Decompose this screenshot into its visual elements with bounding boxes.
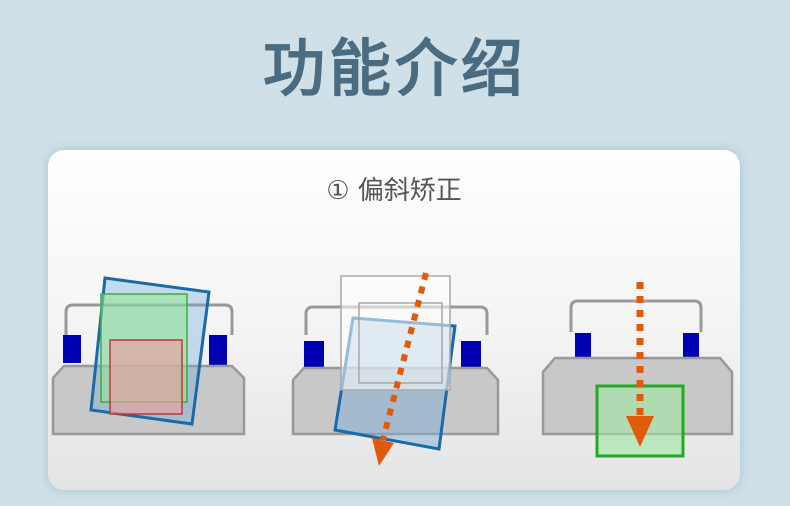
scene-correcting bbox=[291, 272, 500, 466]
scene-skewed-card bbox=[51, 276, 246, 436]
down-arrow-icon bbox=[372, 438, 394, 466]
down-arrow-icon-3 bbox=[626, 416, 654, 447]
sensor-right-1 bbox=[209, 335, 227, 365]
target-outline-outer bbox=[340, 275, 451, 391]
step-heading: ① 偏斜矫正 bbox=[326, 176, 462, 206]
sensor-right-3 bbox=[683, 333, 699, 358]
card-region-red bbox=[109, 339, 183, 415]
sensor-left-3 bbox=[575, 333, 591, 358]
sensor-left-2 bbox=[304, 341, 324, 367]
page-title: 功能介绍 bbox=[262, 32, 527, 105]
sensor-left-1 bbox=[63, 335, 81, 363]
correction-arrow-line bbox=[380, 272, 429, 441]
sensor-right-2 bbox=[461, 341, 481, 369]
device-frame-3 bbox=[569, 299, 703, 332]
scene-corrected bbox=[541, 282, 734, 458]
